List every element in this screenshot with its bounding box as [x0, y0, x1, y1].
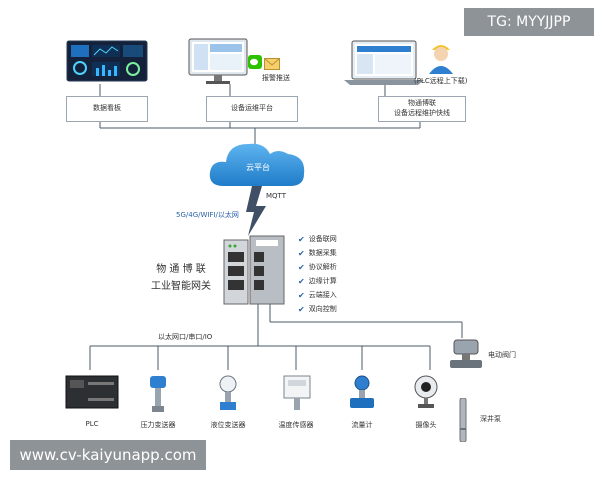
- plc-icon: [64, 374, 120, 410]
- feature-item: ✔设备联网: [298, 234, 337, 244]
- remote-maintenance-label-line1: 物通博联: [408, 99, 436, 108]
- electric-valve-icon: [448, 338, 484, 370]
- check-icon: ✔: [298, 290, 305, 300]
- dashboard-monitor-icon: [66, 40, 148, 84]
- gateway-device-icon: [222, 232, 288, 308]
- check-icon: ✔: [298, 304, 305, 314]
- gateway-title-line2: 工业智能网关: [151, 281, 211, 292]
- pressure-transmitter-icon: [146, 374, 170, 414]
- gateway-title-line1: 物 通 博 联: [156, 264, 206, 275]
- feature-label: 数据采集: [308, 249, 337, 257]
- wechat-icon: [248, 54, 262, 69]
- check-icon: ✔: [298, 234, 305, 244]
- dashboard-label-box: 数据看板: [66, 96, 148, 122]
- check-icon: ✔: [298, 248, 305, 258]
- mail-icon: [264, 55, 280, 70]
- gateway-title: 物 通 博 联 工业智能网关: [146, 260, 216, 292]
- ops-platform-label-box: 设备运维平台: [206, 96, 298, 122]
- feature-item: ✔边缘计算: [298, 276, 337, 286]
- right-device-label: 电动阀门: [488, 351, 516, 359]
- cloud-platform-label: 云平台: [246, 163, 270, 172]
- temperature-sensor-icon: [282, 374, 312, 412]
- check-icon: ✔: [298, 262, 305, 272]
- wireless-link-label: 5G/4G/WIFI/以太网: [176, 211, 239, 219]
- site-watermark: www.cv-kaiyunapp.com: [10, 440, 206, 470]
- device-label: PLC: [85, 420, 99, 428]
- laptop-icon: [344, 40, 424, 86]
- device-label: 流量计: [351, 421, 373, 429]
- feature-label: 协议解析: [308, 263, 337, 271]
- remote-maintenance-label-box: 物通博联 设备远程维护快线: [378, 96, 466, 122]
- device-label: 温度传感器: [278, 421, 314, 429]
- mqtt-label: MQTT: [266, 192, 286, 200]
- feature-label: 设备联网: [308, 235, 337, 243]
- camera-icon: [412, 374, 440, 412]
- check-icon: ✔: [298, 276, 305, 286]
- device-label: 摄像头: [415, 421, 437, 429]
- desktop-monitor-icon: [188, 38, 248, 86]
- flowmeter-icon: [348, 374, 376, 414]
- lightning-bolt-icon: [246, 186, 266, 236]
- engineer-avatar-icon: [426, 38, 456, 74]
- feature-label: 云端接入: [308, 291, 337, 299]
- right-device-label: 深井泵: [480, 415, 501, 423]
- feature-item: ✔协议解析: [298, 262, 337, 272]
- plc-remote-label: (PLC远程上下载): [414, 77, 468, 85]
- device-label: 液位变送器: [210, 421, 246, 429]
- feature-item: ✔数据采集: [298, 248, 337, 258]
- alert-push-label: 报警推送: [262, 74, 290, 82]
- cloud-platform-icon: [206, 136, 310, 192]
- dashboard-label: 数据看板: [93, 104, 121, 113]
- feature-item: ✔云端接入: [298, 290, 337, 300]
- level-transmitter-icon: [214, 374, 242, 414]
- feature-label: 边缘计算: [308, 277, 337, 285]
- feature-label: 双向控制: [308, 305, 337, 313]
- bus-label: 以太网口/串口/IO: [158, 333, 213, 341]
- ops-platform-label: 设备运维平台: [231, 104, 273, 113]
- feature-item: ✔双向控制: [298, 304, 337, 314]
- deep-well-pump-icon: [458, 397, 468, 443]
- tg-watermark: TG: MYYJJPP: [464, 8, 594, 36]
- device-label: 压力变送器: [140, 421, 176, 429]
- remote-maintenance-label-line2: 设备远程维护快线: [394, 109, 450, 117]
